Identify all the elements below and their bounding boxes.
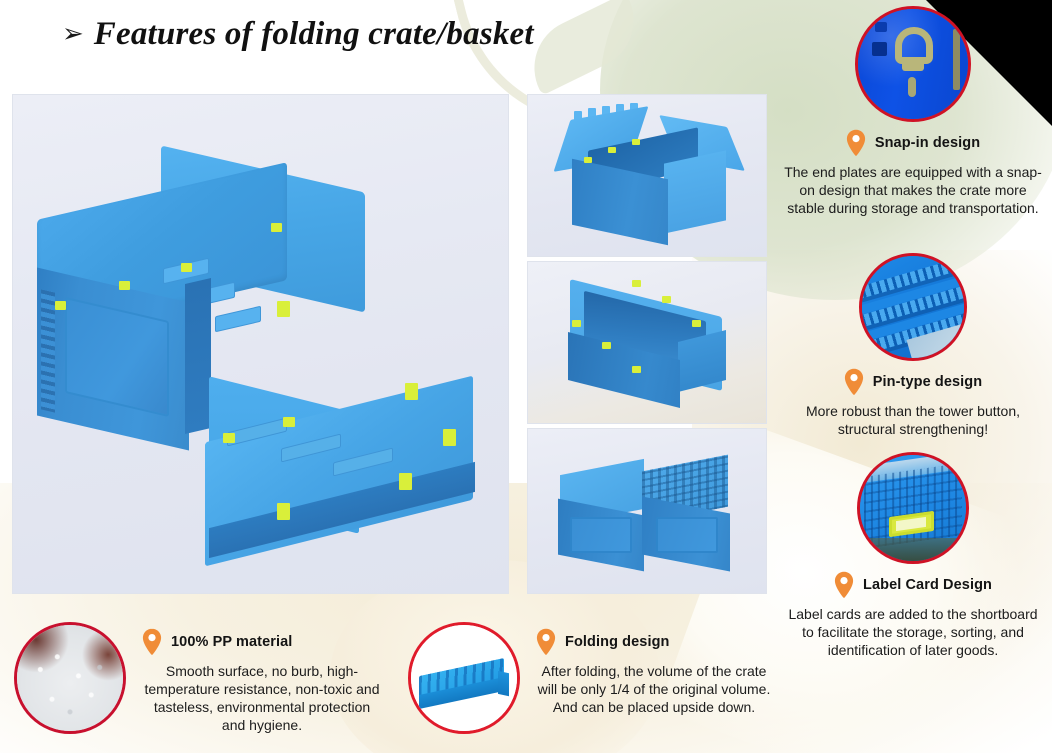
crate-rail bbox=[952, 28, 961, 91]
feature-heading: 100% PP material bbox=[142, 628, 382, 655]
page-title: ➢ Features of folding crate/basket bbox=[62, 16, 534, 53]
latch-tab bbox=[405, 383, 418, 400]
latch-tab bbox=[277, 301, 290, 317]
snap-in-design-photo[interactable] bbox=[855, 6, 971, 122]
latch-tab bbox=[443, 429, 456, 446]
crate-side-wall bbox=[185, 277, 211, 435]
feature-pp-material: 100% PP material Smooth surface, no burb… bbox=[14, 622, 386, 734]
location-pin-icon bbox=[844, 368, 864, 395]
lid-crown-tooth bbox=[602, 106, 610, 118]
latch-tab bbox=[662, 296, 671, 303]
feature-snap-in-design: Snap-in design The end plates are equipp… bbox=[782, 6, 1044, 217]
snap-latch-body bbox=[902, 57, 924, 71]
location-pin-icon bbox=[536, 628, 556, 655]
leaf-watermark bbox=[517, 0, 651, 96]
feature-text-column: Folding design After folding, the volume… bbox=[536, 622, 772, 716]
feature-description: Label cards are added to the shortboard … bbox=[788, 606, 1038, 659]
arrow-bullet-icon: ➢ bbox=[62, 17, 84, 48]
crate-side-wall bbox=[664, 150, 726, 234]
page-title-text: Features of folding crate/basket bbox=[93, 16, 534, 52]
folded-crate-end bbox=[497, 670, 509, 697]
latch-tab bbox=[277, 503, 290, 520]
stacked-crates-closeup bbox=[862, 256, 964, 358]
latch-tab bbox=[181, 263, 192, 272]
folding-design-photo[interactable] bbox=[408, 622, 520, 734]
feature-description: The end plates are equipped with a snap-… bbox=[784, 164, 1042, 217]
location-pin-icon bbox=[834, 571, 854, 598]
latch-tab bbox=[632, 139, 640, 145]
feature-folding-design: Folding design After folding, the volume… bbox=[408, 622, 772, 734]
crate-front-panel bbox=[656, 517, 718, 553]
feature-description: After folding, the volume of the crate w… bbox=[537, 663, 771, 716]
folded-crate-closeup bbox=[411, 625, 517, 731]
lid-crown-tooth bbox=[588, 108, 596, 120]
crate-vent-slots bbox=[41, 289, 55, 413]
feature-image-wrap bbox=[782, 253, 1044, 361]
latch-tab bbox=[692, 320, 701, 327]
feature-image-wrap bbox=[782, 6, 1044, 122]
location-pin-icon bbox=[142, 628, 162, 655]
feature-heading: Snap-in design bbox=[782, 129, 1044, 156]
feature-title: Pin-type design bbox=[872, 373, 983, 390]
thumbnail-open-crate-with-lids[interactable] bbox=[527, 94, 767, 257]
latch-tab bbox=[602, 342, 611, 349]
feature-image-wrap bbox=[782, 452, 1044, 564]
thumbnail-open-crate-no-lid[interactable] bbox=[527, 261, 767, 424]
lid-crown-tooth bbox=[574, 111, 582, 123]
main-product-photo[interactable] bbox=[12, 94, 509, 594]
latch-tab bbox=[608, 147, 616, 153]
feature-heading: Pin-type design bbox=[782, 368, 1044, 395]
feature-label-card-design: Label Card Design Label cards are added … bbox=[782, 452, 1044, 659]
pin-type-design-photo[interactable] bbox=[859, 253, 967, 361]
latch-tab bbox=[632, 280, 641, 287]
latch-tab bbox=[223, 433, 235, 443]
feature-heading: Folding design bbox=[536, 628, 772, 655]
latch-tab bbox=[283, 417, 295, 427]
crate-front-panel bbox=[570, 517, 632, 553]
snap-in-latch-closeup bbox=[858, 9, 968, 119]
latch-tab bbox=[271, 223, 282, 232]
label-card-closeup bbox=[860, 455, 966, 561]
feature-description: Smooth surface, no burb, high-temperatur… bbox=[144, 663, 380, 734]
feature-text-column: 100% PP material Smooth surface, no burb… bbox=[142, 622, 382, 734]
feature-title: Snap-in design bbox=[874, 134, 981, 151]
crate-detail bbox=[872, 42, 887, 57]
latch-tab bbox=[119, 281, 130, 290]
crate-detail bbox=[874, 22, 887, 33]
latch-tab bbox=[584, 157, 592, 163]
crate-mesh-wall bbox=[864, 462, 962, 549]
pp-pellets-closeup bbox=[17, 625, 123, 731]
latch-tab bbox=[632, 366, 641, 373]
feature-heading: Label Card Design bbox=[782, 571, 1044, 598]
pp-material-photo[interactable] bbox=[14, 622, 126, 734]
latch-tab bbox=[399, 473, 412, 490]
snap-latch-pin bbox=[907, 77, 917, 97]
ground-backdrop bbox=[860, 537, 966, 561]
thumbnail-folded-crates[interactable] bbox=[527, 428, 767, 594]
latch-tab bbox=[572, 320, 581, 327]
feature-title: Folding design bbox=[565, 633, 670, 650]
latch-tab bbox=[55, 301, 66, 310]
feature-description: More robust than the tower button, struc… bbox=[805, 403, 1020, 438]
feature-title: Label Card Design bbox=[862, 576, 992, 593]
location-pin-icon bbox=[846, 129, 866, 156]
label-card-design-photo[interactable] bbox=[857, 452, 969, 564]
feature-title: 100% PP material bbox=[171, 633, 293, 650]
feature-pin-type-design: Pin-type design More robust than the tow… bbox=[782, 253, 1044, 438]
